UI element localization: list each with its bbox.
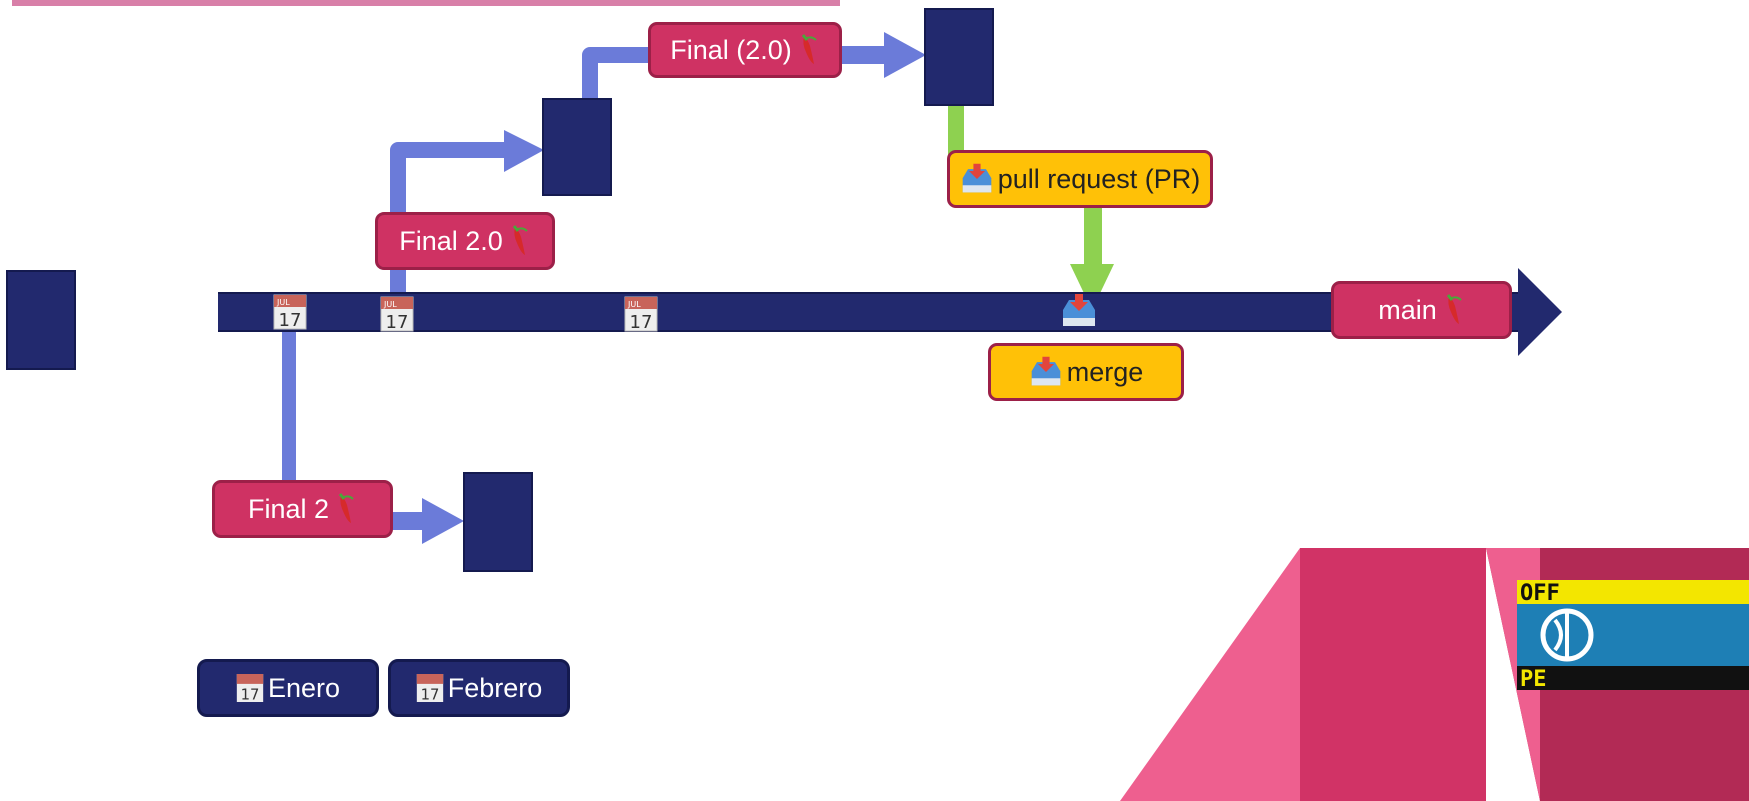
calendar-icon: JUL 17 [273,294,307,330]
calendar-icon: JUL 17 [380,296,414,332]
svg-text:JUL: JUL [276,298,290,307]
inbox-tray-icon [1031,356,1061,386]
timeline-arrow-head [1518,268,1562,356]
connector-to-final-2 [282,330,296,486]
month-button-febrero[interactable]: 17 Febrero [388,659,570,717]
svg-text:17: 17 [420,687,439,703]
month-label: Enero [267,672,341,703]
arrow-head-final-20 [504,130,544,172]
merge-text: merge [1066,356,1144,387]
svg-text:JUL: JUL [627,300,641,309]
svg-text:17: 17 [241,687,260,703]
month-button-enero[interactable]: 17 Enero [197,659,379,717]
chili-pepper-icon [338,493,354,523]
svg-text:17: 17 [630,312,653,332]
svg-text:17: 17 [386,312,409,332]
top-accent-bar [12,0,840,6]
connector-to-pr [948,104,964,156]
chili-pepper-icon [801,34,817,64]
arrow-shaft-pr [1084,206,1102,270]
inbox-tray-icon [1060,292,1098,335]
branch-label-text: Final 2 [247,493,330,524]
month-label: Febrero [447,672,543,703]
connector-to-final-20-paren [582,47,650,100]
merge-label: merge [988,343,1184,401]
globe-logo-icon: OFF PE [1517,580,1749,690]
main-timeline [218,292,1524,332]
svg-text:17: 17 [279,310,302,330]
branch-label-text: Final 2.0 [399,225,503,256]
commit-box-lower [463,472,533,572]
commit-box-left [6,270,76,370]
calendar-icon: JUL 17 [624,296,658,332]
arrow-head-pr [1070,264,1114,310]
svg-text:JUL: JUL [383,300,397,309]
chili-pepper-icon [1446,294,1462,324]
commit-box-upper [542,98,612,196]
arrow-head-final-2 [422,498,464,544]
branch-label-final-20: Final 2.0 [375,212,555,270]
arrow-shaft-final-20-paren [840,46,888,64]
chili-pepper-icon [512,225,528,255]
inbox-tray-icon [962,163,992,193]
branch-label-text: Final (2.0) [670,34,792,65]
commit-box-top [924,8,994,106]
calendar-icon: 17 [236,674,264,703]
branch-label-main: main [1331,281,1512,339]
pull-request-label: pull request (PR) [947,150,1213,208]
branch-label-text: main [1378,294,1437,325]
calendar-icon: 17 [416,674,443,703]
arrow-shaft-final-2 [392,512,426,530]
svg-text:OFF: OFF [1520,581,1560,606]
branch-label-final-20-paren: Final (2.0) [648,22,842,78]
pull-request-text: pull request (PR) [997,163,1201,194]
arrow-head-final-20-paren [884,32,926,78]
svg-text:PE: PE [1520,667,1547,690]
branch-label-final-2: Final 2 [212,480,393,538]
